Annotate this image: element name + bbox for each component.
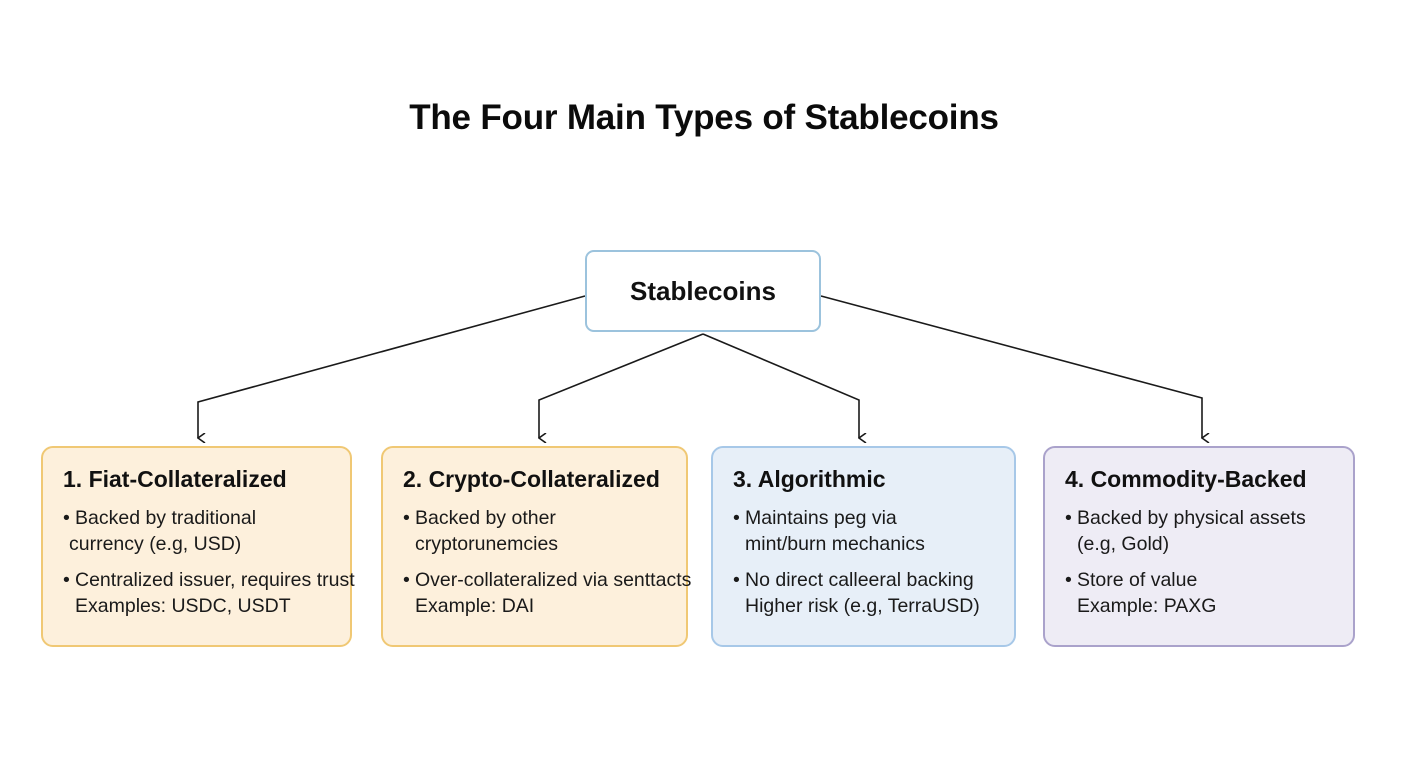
- bullet-item: No direct calleeral backing Higher risk …: [733, 567, 1014, 619]
- bullet-text: currency (e.g, USD): [69, 533, 242, 555]
- bullet-item: Centralized issuer, requires trust Examp…: [63, 567, 355, 619]
- connector-to-commodity: [820, 295, 1202, 438]
- card-title: 3. Algorithmic: [733, 466, 886, 492]
- bullet-item: Over-collateralized via senttacts Exampl…: [403, 567, 691, 619]
- card-bullet-list: Backed by physical assets (e.g, Gold) St…: [1065, 505, 1353, 619]
- card-commodity-backed: 4. Commodity-Backed Backed by physical a…: [1043, 446, 1355, 647]
- bullet-text: Backed by other: [403, 505, 686, 531]
- card-bullet-list: Backed by other cryptorunemcies Over-col…: [403, 505, 691, 619]
- root-node-label: Stablecoins: [630, 275, 776, 306]
- bullet-text: cryptorunemcies: [415, 533, 559, 555]
- bullet-item: Backed by other cryptorunemcies: [403, 505, 686, 557]
- bullet-item: Store of value Example: PAXG: [1065, 567, 1353, 619]
- card-bullet-list: Backed by traditional currency (e.g, USD…: [63, 505, 355, 619]
- card-fiat-collateralized: 1. Fiat-Collateralized Backed by traditi…: [41, 446, 355, 647]
- bullet-item: Backed by physical assets (e.g, Gold): [1065, 505, 1353, 557]
- bullet-text: Maintains peg via: [733, 505, 1014, 531]
- bullet-text: Higher risk (e.g, TerraUSD): [745, 595, 980, 617]
- connector-to-fiat: [198, 295, 586, 438]
- root-node-stablecoins: Stablecoins: [585, 250, 821, 332]
- bullet-text: Example: DAI: [415, 595, 535, 617]
- card-title: 2. Crypto-Collateralized: [403, 466, 660, 492]
- bullet-text: Over-collateralized via senttacts: [403, 567, 691, 593]
- connector-to-crypto: [539, 333, 704, 438]
- bullet-item: Maintains peg via mint/burn mechanics: [733, 505, 1014, 557]
- bullet-text: Examples: USDC, USDT: [75, 595, 291, 617]
- bullet-text: No direct calleeral backing: [733, 567, 1014, 593]
- bullet-text: Backed by physical assets: [1065, 505, 1353, 531]
- bullet-text: Example: PAXG: [1077, 595, 1217, 617]
- card-title: 1. Fiat-Collateralized: [63, 466, 287, 492]
- card-algorithmic: 3. Algorithmic Maintains peg via mint/bu…: [711, 446, 1016, 647]
- card-bullet-list: Maintains peg via mint/burn mechanics No…: [733, 505, 1014, 619]
- bullet-item: Backed by traditional currency (e.g, USD…: [63, 505, 350, 557]
- connector-to-algorithmic: [702, 333, 859, 438]
- bullet-text: (e.g, Gold): [1077, 533, 1170, 555]
- card-title: 4. Commodity-Backed: [1065, 466, 1307, 492]
- bullet-text: Store of value: [1065, 567, 1353, 593]
- bullet-text: Backed by traditional: [63, 505, 350, 531]
- page-title: The Four Main Types of Stablecoins: [409, 98, 999, 137]
- card-crypto-collateralized: 2. Crypto-Collateralized Backed by other…: [381, 446, 691, 647]
- bullet-text: mint/burn mechanics: [745, 533, 925, 555]
- bullet-text: Centralized issuer, requires trust: [63, 567, 355, 593]
